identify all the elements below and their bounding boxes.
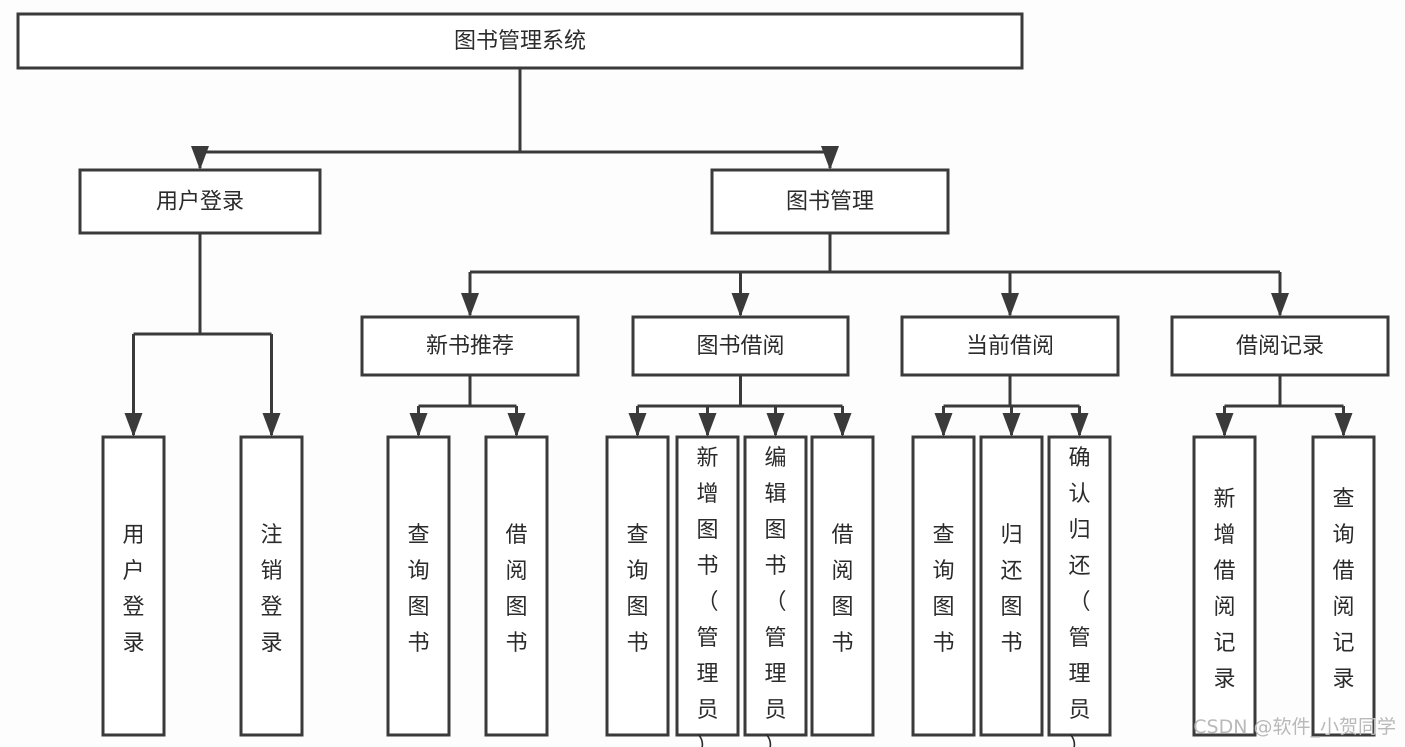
node-label-l2-3: 借阅记录 <box>1236 334 1324 359</box>
arrow-head-icon-leaf-2 <box>409 413 428 437</box>
arrow-head-icon-leaf-4 <box>628 413 647 437</box>
node-label-l3-4: 查询图书 <box>626 523 648 656</box>
arrow-head-icon-leaf-5 <box>698 413 717 437</box>
node-label-l3-10: 确认归还（管理员） <box>1068 446 1090 747</box>
node-l3-12[interactable]: 查询借阅记录 <box>1311 435 1376 737</box>
arrow-head-icon-l1-0 <box>191 146 209 170</box>
arrow-head-icon-l2-0 <box>461 293 479 317</box>
node-layer: 图书管理系统用户登录图书管理新书推荐图书借阅当前借阅借阅记录用户登录注销登录查询… <box>16 12 1390 747</box>
node-label-l2-1: 图书借阅 <box>696 334 784 359</box>
node-label-l3-9: 归还图书 <box>1000 523 1022 656</box>
node-label-l3-5: 新增图书（管理员） <box>696 446 718 747</box>
node-box-l3-10 <box>1047 435 1112 737</box>
node-l3-7[interactable]: 借阅图书 <box>810 435 875 737</box>
node-label-l2-0: 新书推荐 <box>426 334 514 359</box>
node-box-l2-0 <box>360 315 580 377</box>
node-box-l3-5 <box>675 435 740 737</box>
node-box-l1-0 <box>78 168 322 235</box>
node-box-l1-1 <box>710 168 950 235</box>
node-label-l3-6: 编辑图书（管理员） <box>764 446 786 747</box>
node-box-l3-6 <box>743 435 808 737</box>
node-l3-0[interactable]: 用户登录 <box>101 435 166 737</box>
arrow-head-icon-leaf-7 <box>833 413 852 437</box>
connector-layer <box>124 68 1353 437</box>
node-l2-1[interactable]: 图书借阅 <box>631 315 850 377</box>
node-label-l1-1: 图书管理 <box>786 190 874 215</box>
node-label-l1-0: 用户登录 <box>156 190 244 215</box>
arrow-head-icon-leaf-8 <box>934 413 953 437</box>
node-box-root-0 <box>16 12 1024 70</box>
node-box-l3-12 <box>1311 435 1376 737</box>
node-l1-0[interactable]: 用户登录 <box>78 168 322 235</box>
node-box-l3-7 <box>810 435 875 737</box>
node-l1-1[interactable]: 图书管理 <box>710 168 950 235</box>
node-box-l3-1 <box>239 435 304 737</box>
node-l2-0[interactable]: 新书推荐 <box>360 315 580 377</box>
arrow-head-icon-leaf-10 <box>1070 413 1089 437</box>
node-box-l3-0 <box>101 435 166 737</box>
node-label-root-0: 图书管理系统 <box>454 29 586 54</box>
arrow-head-icon-leaf-0 <box>124 413 143 437</box>
node-label-l3-3: 借阅图书 <box>505 523 527 656</box>
node-label-l3-0: 用户登录 <box>122 523 144 656</box>
arrow-head-icon-leaf-3 <box>507 413 526 437</box>
node-l3-11[interactable]: 新增借阅记录 <box>1192 435 1257 737</box>
node-l3-10[interactable]: 确认归还（管理员） <box>1047 435 1112 747</box>
node-label-l3-11: 新增借阅记录 <box>1213 487 1235 692</box>
node-label-l3-8: 查询图书 <box>932 523 954 656</box>
node-box-l3-9 <box>979 435 1044 737</box>
node-label-l3-2: 查询图书 <box>407 523 429 656</box>
node-l3-3[interactable]: 借阅图书 <box>484 435 549 737</box>
arrow-head-icon-leaf-6 <box>766 413 785 437</box>
node-box-l3-8 <box>911 435 976 737</box>
csdn-watermark: CSDN @软件_小贺同学 <box>1193 716 1396 738</box>
arrow-head-icon-l2-1 <box>731 293 750 317</box>
arrow-head-icon-leaf-9 <box>1002 413 1021 437</box>
arrow-head-icon-leaf-11 <box>1215 413 1234 437</box>
node-l3-4[interactable]: 查询图书 <box>605 435 670 737</box>
node-l3-1[interactable]: 注销登录 <box>239 435 304 737</box>
node-box-l3-3 <box>484 435 549 737</box>
arrow-head-icon-leaf-12 <box>1334 413 1353 437</box>
node-root-0[interactable]: 图书管理系统 <box>16 12 1024 70</box>
node-box-l3-4 <box>605 435 670 737</box>
node-box-l2-3 <box>1170 315 1390 377</box>
node-l2-3[interactable]: 借阅记录 <box>1170 315 1390 377</box>
node-label-l3-12: 查询借阅记录 <box>1332 487 1354 692</box>
node-label-l2-2: 当前借阅 <box>966 334 1054 359</box>
node-l3-9[interactable]: 归还图书 <box>979 435 1044 737</box>
node-box-l3-11 <box>1192 435 1257 737</box>
node-l3-2[interactable]: 查询图书 <box>386 435 451 737</box>
arrow-head-icon-leaf-1 <box>262 413 281 437</box>
node-label-l3-1: 注销登录 <box>260 523 282 656</box>
node-label-l3-7: 借阅图书 <box>831 523 853 656</box>
arrow-head-icon-l2-3 <box>1271 293 1289 317</box>
node-l3-5[interactable]: 新增图书（管理员） <box>675 435 740 747</box>
node-l2-2[interactable]: 当前借阅 <box>900 315 1120 377</box>
node-box-l2-1 <box>631 315 850 377</box>
node-box-l3-2 <box>386 435 451 737</box>
node-l3-6[interactable]: 编辑图书（管理员） <box>743 435 808 747</box>
arrow-head-icon-l1-1 <box>821 146 839 170</box>
node-box-l2-2 <box>900 315 1120 377</box>
node-l3-8[interactable]: 查询图书 <box>911 435 976 737</box>
arrow-head-icon-l2-2 <box>1001 293 1019 317</box>
